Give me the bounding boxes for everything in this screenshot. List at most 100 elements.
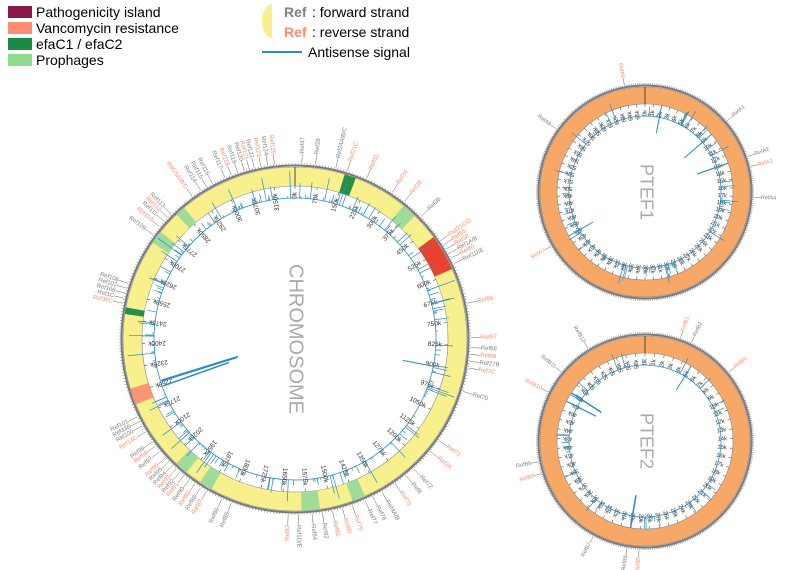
antisense-spike (711, 153, 714, 156)
scale-tick (672, 294, 674, 298)
scale-tick (704, 350, 707, 354)
tick-label: 1500k (319, 465, 330, 485)
scale-tick (444, 425, 448, 428)
antisense-spike (566, 221, 576, 226)
label-connector (468, 367, 479, 370)
tick-label: 0k (292, 191, 299, 199)
tick-label: 16k (717, 186, 727, 192)
ref-label: Ref120 (232, 142, 244, 163)
antisense-spike (698, 130, 707, 139)
scale-tick (614, 87, 617, 91)
scale-tick (462, 383, 466, 385)
antisense-spike (682, 123, 684, 126)
scale-tick (139, 419, 143, 422)
label-connector (246, 159, 250, 170)
tick-label: 65k (635, 110, 642, 120)
feature-efa (124, 307, 145, 317)
scale-tick (367, 495, 370, 499)
signal-baseline (153, 197, 437, 481)
antisense-spike (314, 478, 316, 483)
scale-tick (743, 480, 747, 483)
scale-tick (666, 334, 668, 338)
scale-tick (749, 421, 753, 423)
scale-tick (682, 339, 685, 343)
scale-tick (734, 247, 738, 251)
scale-tick (569, 268, 572, 271)
scale-tick (128, 281, 132, 283)
tick-mark (683, 267, 686, 271)
label-connector (443, 239, 453, 245)
antisense-spike (570, 392, 602, 414)
scale-tick (549, 492, 553, 495)
scale-tick (410, 467, 413, 470)
ref-forward-sample: Ref (284, 4, 307, 20)
scale-tick (537, 459, 541, 461)
tick-mark (590, 122, 593, 126)
scale-tick (567, 363, 571, 367)
scale-tick (546, 143, 550, 146)
scale-tick (174, 465, 178, 468)
scale-tick (362, 498, 365, 502)
scale-tick (675, 336, 678, 340)
antisense-spike (618, 512, 620, 515)
scale-tick (719, 363, 723, 367)
scale-tick (126, 287, 130, 289)
scale-tick (396, 478, 399, 482)
label-connector (160, 210, 168, 218)
tick-label: 2025k (185, 425, 203, 443)
scale-tick (201, 485, 204, 489)
feature-prophage (176, 449, 199, 473)
ref-label: RefA1 (731, 104, 746, 119)
scale-tick (373, 182, 376, 185)
scale-tick (719, 266, 723, 270)
scale-tick (663, 333, 665, 337)
tick-label: 55k (573, 148, 584, 158)
legend-swatch (8, 54, 32, 66)
tick-mark (239, 478, 241, 482)
scale-tick (579, 104, 582, 108)
scale-tick (663, 84, 665, 88)
scale-tick (585, 100, 588, 104)
scale-tick (714, 358, 717, 362)
scale-tick (583, 101, 586, 105)
scale-tick (454, 406, 458, 409)
scale-tick (679, 541, 681, 545)
scale-tick (556, 254, 560, 257)
tick-label: 52k (600, 369, 610, 380)
scale-tick (565, 117, 568, 120)
antisense-spike (190, 434, 193, 438)
scale-tick (550, 386, 554, 389)
label-connector (584, 342, 589, 349)
tick-label: 39k (598, 251, 608, 262)
tick-label: 750k (427, 320, 443, 329)
feature-prophage (300, 490, 321, 511)
scale-tick (748, 462, 752, 464)
ref-label: Ref79 (352, 514, 363, 532)
tick-mark (663, 355, 665, 359)
tick-label: 56k (577, 142, 588, 152)
tick-mark (347, 479, 350, 483)
scale-tick (689, 536, 692, 540)
scale-tick (462, 380, 466, 382)
scale-tick (464, 371, 468, 373)
tick-label: 54k (569, 155, 580, 164)
scale-tick (733, 132, 737, 135)
scale-tick (682, 90, 685, 94)
scale-tick (336, 168, 338, 172)
scale-tick (672, 335, 674, 339)
antisense-spike (670, 263, 672, 266)
scale-tick (585, 349, 588, 353)
tick-label: 4k (671, 115, 679, 123)
antisense-spike (597, 252, 600, 256)
scale-tick (381, 186, 384, 190)
antisense-spike (427, 287, 435, 291)
scale-tick (538, 416, 542, 418)
tick-label: 29k (637, 513, 644, 523)
scale-tick (455, 403, 459, 406)
antisense-spike (621, 265, 627, 281)
scale-tick (700, 99, 704, 103)
scale-tick (375, 491, 378, 495)
antisense-spike (235, 468, 240, 478)
scale-tick (464, 305, 468, 307)
ref-label: Ref66 (477, 295, 495, 304)
